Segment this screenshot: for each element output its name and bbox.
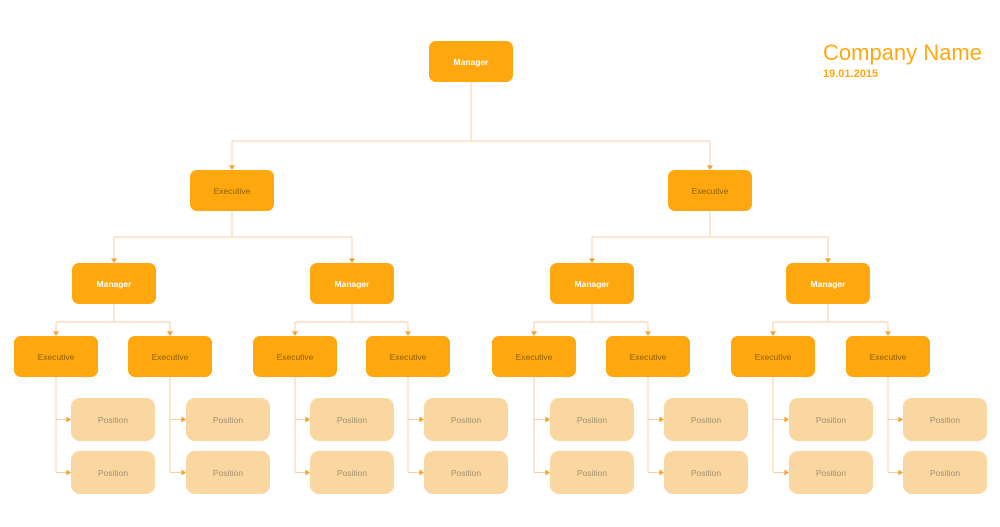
org-node-label: Position — [97, 414, 129, 425]
org-node-label: Manager — [810, 278, 846, 289]
company-name-title: Company Name — [823, 40, 982, 65]
title-block: Company Name 19.01.2015 — [823, 40, 982, 81]
org-node-executive: Executive — [366, 336, 450, 377]
org-node-executive: Executive — [253, 336, 337, 377]
org-node-position: Position — [789, 398, 873, 441]
org-node-label: Position — [336, 414, 368, 425]
org-node-executive: Executive — [606, 336, 690, 377]
org-node-position: Position — [903, 451, 987, 494]
org-node-label: Executive — [389, 351, 427, 362]
org-node-position: Position — [424, 398, 508, 441]
org-node-label: Executive — [515, 351, 553, 362]
org-node-label: Executive — [151, 351, 189, 362]
org-node-label: Position — [97, 467, 129, 478]
org-node-position: Position — [310, 451, 394, 494]
org-node-position: Position — [789, 451, 873, 494]
org-node-manager: Manager — [310, 263, 394, 304]
org-node-position: Position — [550, 451, 634, 494]
org-node-executive: Executive — [128, 336, 212, 377]
org-node-label: Manager — [334, 278, 370, 289]
org-node-manager: Manager — [550, 263, 634, 304]
org-node-executive: Executive — [731, 336, 815, 377]
org-node-label: Executive — [869, 351, 907, 362]
org-node-label: Position — [929, 467, 961, 478]
org-node-label: Manager — [574, 278, 610, 289]
org-node-executive: Executive — [846, 336, 930, 377]
org-node-label: Position — [212, 414, 244, 425]
org-node-label: Position — [576, 414, 608, 425]
org-node-label: Position — [815, 414, 847, 425]
org-node-label: Position — [336, 467, 368, 478]
org-node-position: Position — [903, 398, 987, 441]
org-node-manager: Manager — [429, 41, 513, 82]
org-node-label: Position — [212, 467, 244, 478]
org-node-position: Position — [186, 398, 270, 441]
org-node-label: Executive — [213, 185, 251, 196]
org-node-executive: Executive — [14, 336, 98, 377]
org-node-manager: Manager — [72, 263, 156, 304]
org-node-position: Position — [186, 451, 270, 494]
org-node-label: Executive — [629, 351, 667, 362]
org-node-position: Position — [424, 451, 508, 494]
org-node-position: Position — [310, 398, 394, 441]
org-node-label: Executive — [37, 351, 75, 362]
org-node-label: Position — [450, 414, 482, 425]
org-node-label: Manager — [453, 56, 489, 67]
org-node-label: Executive — [691, 185, 729, 196]
org-node-manager: Manager — [786, 263, 870, 304]
org-node-position: Position — [550, 398, 634, 441]
org-node-executive: Executive — [190, 170, 274, 211]
date-label: 19.01.2015 — [823, 68, 879, 80]
org-node-position: Position — [71, 451, 155, 494]
org-node-executive: Executive — [492, 336, 576, 377]
org-node-label: Position — [450, 467, 482, 478]
org-node-executive: Executive — [668, 170, 752, 211]
org-node-label: Position — [690, 414, 722, 425]
org-node-label: Manager — [96, 278, 132, 289]
org-node-position: Position — [71, 398, 155, 441]
org-node-label: Executive — [754, 351, 792, 362]
org-node-label: Position — [929, 414, 961, 425]
org-node-label: Position — [576, 467, 608, 478]
org-node-position: Position — [664, 451, 748, 494]
org-node-position: Position — [664, 398, 748, 441]
org-node-label: Position — [690, 467, 722, 478]
org-node-label: Executive — [276, 351, 314, 362]
org-node-label: Position — [815, 467, 847, 478]
